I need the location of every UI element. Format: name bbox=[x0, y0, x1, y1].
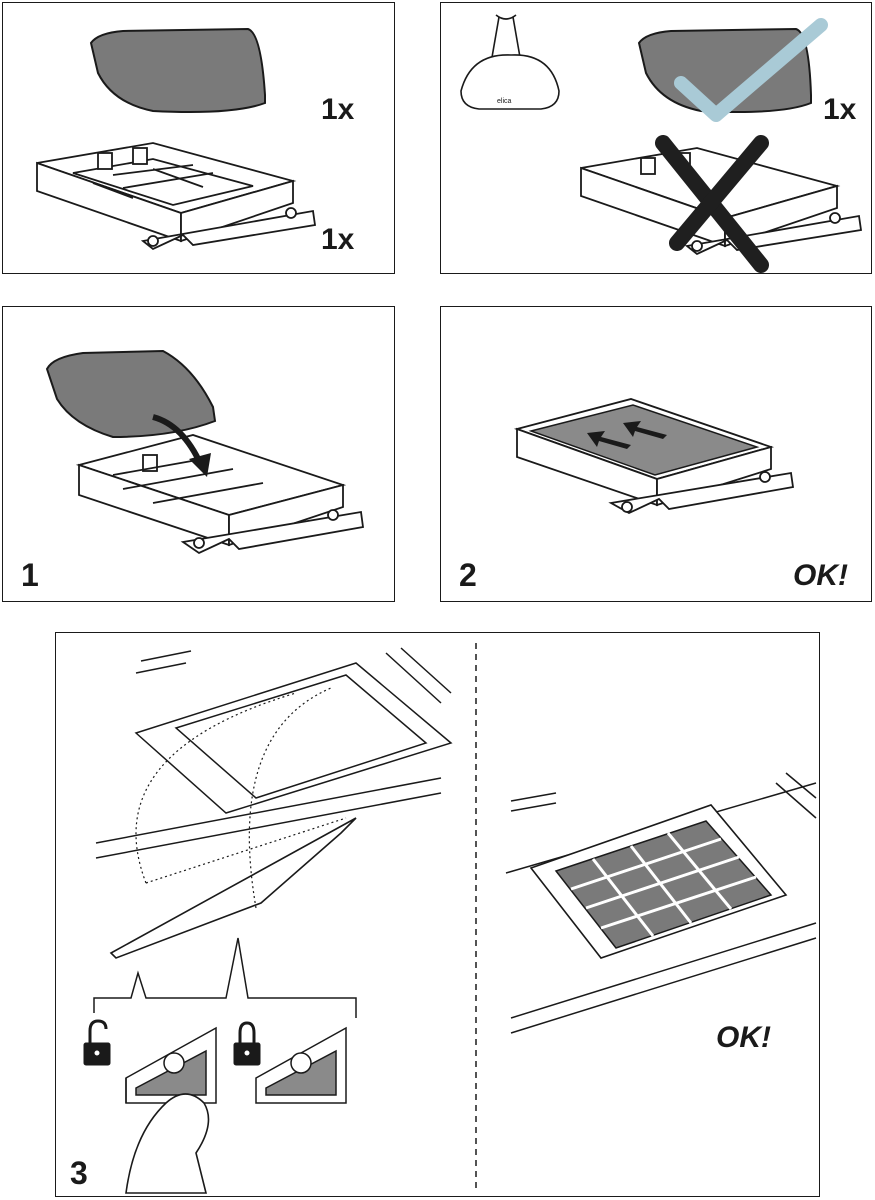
quantity-pad-label: 1x bbox=[321, 93, 355, 126]
panel-step-2: 2 OK! bbox=[440, 306, 872, 602]
check-mark bbox=[674, 18, 828, 122]
filter-pad bbox=[45, 349, 217, 439]
screw-detail-locked bbox=[255, 1026, 347, 1104]
step-3-illustration bbox=[83, 643, 817, 1194]
grid-filter bbox=[554, 820, 773, 949]
quantity-pad-label: 1x bbox=[823, 93, 857, 126]
ok-label: OK! bbox=[716, 1021, 771, 1054]
hood-underside bbox=[95, 647, 453, 859]
ok-label: OK! bbox=[793, 559, 848, 592]
arrow bbox=[587, 421, 667, 449]
step-number: 2 bbox=[459, 557, 477, 593]
hand bbox=[125, 1093, 210, 1194]
lock-icon bbox=[233, 1021, 261, 1066]
unlock-icon bbox=[83, 1019, 111, 1066]
filter-frame bbox=[36, 142, 317, 251]
step-2-illustration bbox=[513, 398, 795, 515]
panel-contents: 1x 1x bbox=[2, 2, 395, 274]
hood-brand-text: elica bbox=[497, 98, 512, 105]
step-number: 1 bbox=[21, 557, 39, 593]
step-number: 3 bbox=[70, 1155, 88, 1191]
filter-pad bbox=[528, 404, 760, 476]
filter-frame bbox=[75, 434, 365, 555]
quantity-frame-label: 1x bbox=[321, 223, 355, 256]
screw-detail-unlocked bbox=[125, 1026, 217, 1104]
cross-mark bbox=[655, 135, 769, 273]
contents-illustration bbox=[36, 27, 317, 251]
filter-pad bbox=[89, 27, 266, 113]
pad-only-illustration: elica bbox=[460, 14, 863, 273]
panel-step-1: 1 bbox=[2, 306, 395, 602]
step-1-illustration bbox=[45, 349, 365, 555]
panel-step-3: 3 OK! bbox=[55, 632, 820, 1197]
access-panel bbox=[109, 817, 357, 959]
cooker-hood: elica bbox=[460, 14, 560, 110]
panel-pad-only: elica 1x bbox=[440, 2, 872, 274]
